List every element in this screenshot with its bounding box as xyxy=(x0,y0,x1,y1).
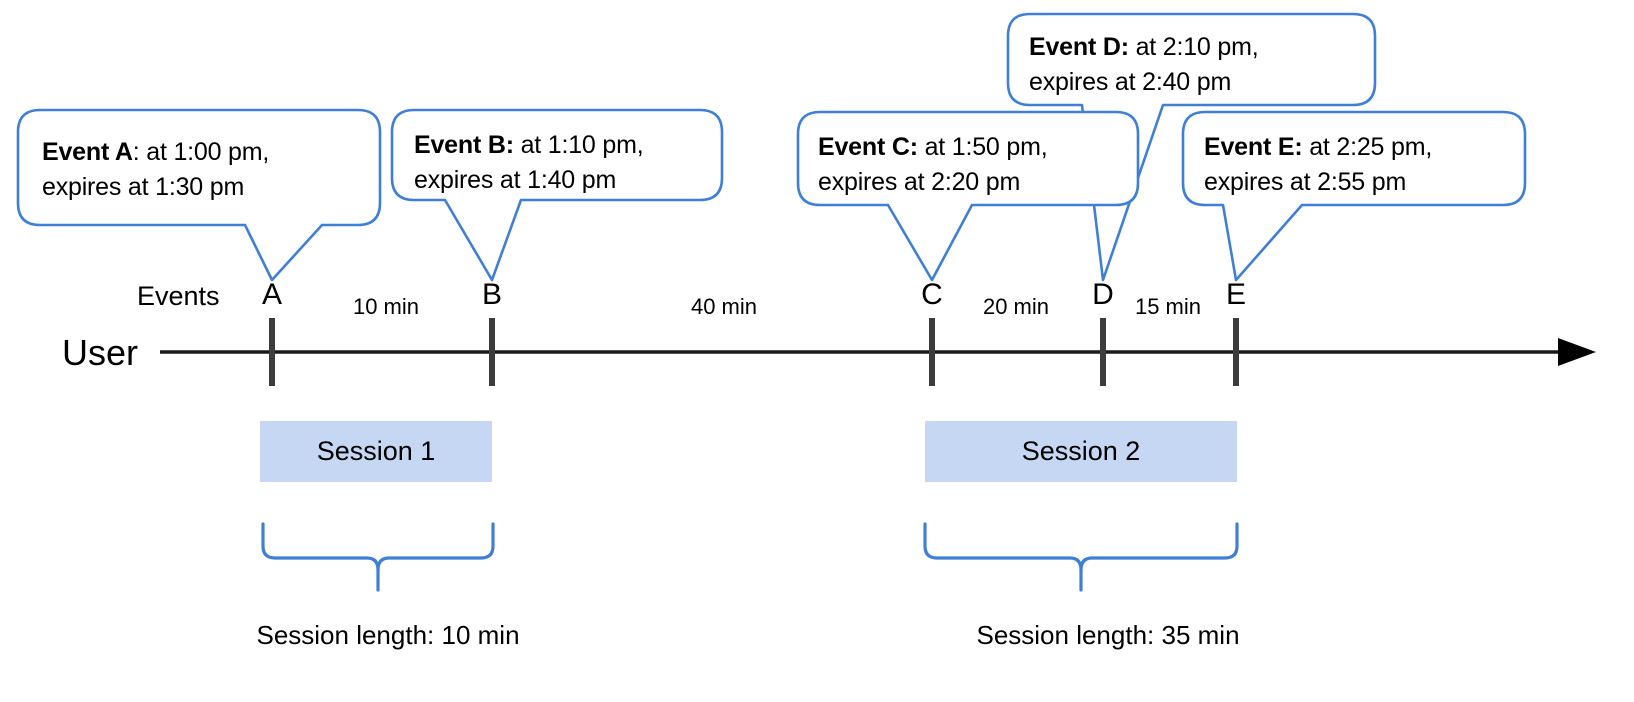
callout-e-separator: : xyxy=(1294,133,1303,161)
session-2-brace xyxy=(923,522,1239,592)
callout-d-event-name: Event D xyxy=(1029,33,1121,61)
session-box-2[interactable]: Session 2 xyxy=(925,421,1237,482)
axis-label-user: User xyxy=(62,332,139,373)
callout-a-line2: expires at 1:30 pm xyxy=(42,173,245,201)
axis-label-events: Events xyxy=(137,281,220,311)
callout-text-a: Event A: at 1:00 pm, expires at 1:30 pm xyxy=(42,135,269,205)
callout-b-event-name: Event B xyxy=(414,131,506,159)
callout-b-line1-rest: at 1:10 pm, xyxy=(513,131,644,159)
session-1-length-caption: Session length: 10 min xyxy=(256,620,520,650)
axis-tick-marks xyxy=(269,318,1239,386)
callout-e-line2: expires at 2:55 pm xyxy=(1204,168,1407,196)
gap-label-d-e: 15 min xyxy=(1134,294,1202,319)
callout-d-line2: expires at 2:40 pm xyxy=(1029,68,1232,96)
callout-text-c: Event C: at 1:50 pm, expires at 2:20 pm xyxy=(818,130,1048,200)
callout-a-separator: : xyxy=(132,138,140,166)
marker-label-e: E xyxy=(1225,278,1247,311)
session-1-brace xyxy=(261,522,495,592)
callout-c-separator: : xyxy=(909,133,918,161)
timeline-axis xyxy=(160,338,1596,366)
callout-c-line1-rest: at 1:50 pm, xyxy=(917,133,1048,161)
gap-label-a-b: 10 min xyxy=(352,294,420,319)
callout-text-e: Event E: at 2:25 pm, expires at 2:55 pm xyxy=(1204,130,1432,200)
callout-d-separator: : xyxy=(1120,33,1129,61)
marker-label-b: B xyxy=(481,278,503,311)
gap-label-b-c: 40 min xyxy=(690,294,758,319)
callout-a-event-name: Event A xyxy=(42,138,133,166)
callout-b-separator: : xyxy=(505,131,514,159)
session-box-1-label: Session 1 xyxy=(316,436,436,466)
callout-d-line1-rest: at 2:10 pm, xyxy=(1128,33,1259,61)
callout-text-d: Event D: at 2:10 pm, expires at 2:40 pm xyxy=(1029,30,1259,100)
marker-label-a: A xyxy=(261,278,283,311)
gap-label-c-d: 20 min xyxy=(982,294,1050,319)
callout-a-line1-rest: at 1:00 pm, xyxy=(139,138,270,166)
marker-label-c: C xyxy=(921,278,943,311)
session-2-length-caption: Session length: 35 min xyxy=(976,620,1240,650)
callout-c-line2: expires at 2:20 pm xyxy=(818,168,1021,196)
session-box-1[interactable]: Session 1 xyxy=(260,421,492,482)
session-box-2-label: Session 2 xyxy=(1021,436,1141,466)
callout-b-line2: expires at 1:40 pm xyxy=(414,166,617,194)
callout-e-event-name: Event E xyxy=(1204,133,1295,161)
marker-label-d: D xyxy=(1092,278,1114,311)
callout-c-event-name: Event C xyxy=(818,133,910,161)
callout-e-line1-rest: at 2:25 pm, xyxy=(1302,133,1433,161)
callout-text-b: Event B: at 1:10 pm, expires at 1:40 pm xyxy=(414,128,644,198)
